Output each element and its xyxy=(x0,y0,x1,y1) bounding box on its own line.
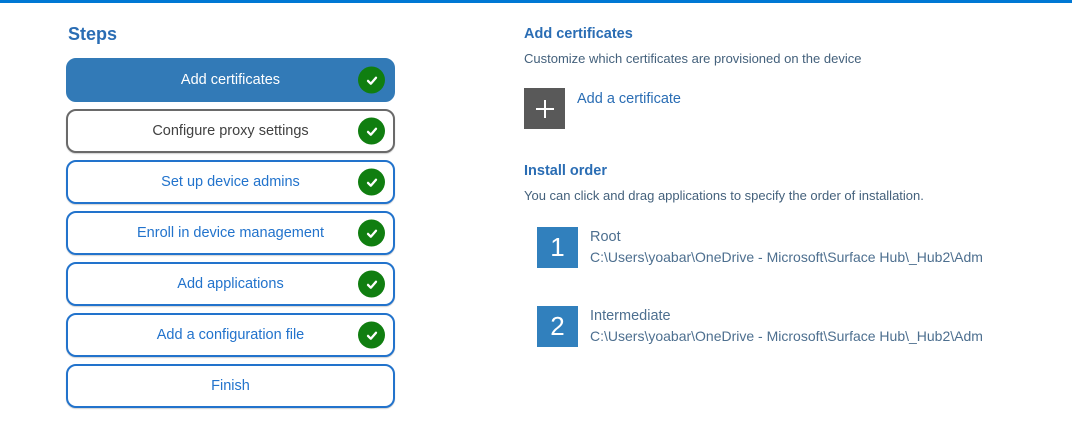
step-label: Add applications xyxy=(177,276,284,292)
install-order-item-root[interactable]: 1 Root C:\Users\yoabar\OneDrive - Micros… xyxy=(537,227,1064,268)
step-label: Configure proxy settings xyxy=(152,123,309,139)
steps-sidebar: Steps Add certificates Configure proxy s… xyxy=(66,24,395,415)
check-icon xyxy=(358,117,385,145)
install-item-texts: Root C:\Users\yoabar\OneDrive - Microsof… xyxy=(590,227,983,267)
step-label: Finish xyxy=(211,378,250,394)
order-number-badge: 1 xyxy=(537,227,578,268)
certificate-name: Intermediate xyxy=(590,308,671,324)
add-certificate-label: Add a certificate xyxy=(577,91,681,107)
step-label: Add a configuration file xyxy=(156,327,305,343)
plus-icon xyxy=(524,88,565,129)
step-button-add-certificates[interactable]: Add certificates xyxy=(66,58,395,102)
step-button-add-a-configuration-file[interactable]: Add a configuration file xyxy=(66,313,395,357)
panel-title: Add certificates xyxy=(524,26,633,42)
install-order-item-intermediate[interactable]: 2 Intermediate C:\Users\yoabar\OneDrive … xyxy=(537,306,1064,347)
install-order-list: 1 Root C:\Users\yoabar\OneDrive - Micros… xyxy=(537,227,1064,347)
step-button-configure-proxy-settings[interactable]: Configure proxy settings xyxy=(66,109,395,153)
step-label: Add certificates xyxy=(180,72,281,88)
certificate-name: Root xyxy=(590,229,621,245)
install-order-title: Install order xyxy=(524,163,607,179)
check-icon xyxy=(358,270,385,298)
step-button-add-applications[interactable]: Add applications xyxy=(66,262,395,306)
add-certificates-panel: Add certificates Customize which certifi… xyxy=(524,26,1064,347)
certificate-path: C:\Users\yoabar\OneDrive - Microsoft\Sur… xyxy=(590,328,983,344)
step-label: Set up device admins xyxy=(161,174,300,190)
panel-subtitle: Customize which certificates are provisi… xyxy=(524,51,862,66)
install-order-section: Install order You can click and drag app… xyxy=(524,163,1064,347)
install-item-texts: Intermediate C:\Users\yoabar\OneDrive - … xyxy=(590,306,983,346)
check-icon xyxy=(358,168,385,196)
step-button-set-up-device-admins[interactable]: Set up device admins xyxy=(66,160,395,204)
check-icon xyxy=(358,321,385,349)
certificate-path: C:\Users\yoabar\OneDrive - Microsoft\Sur… xyxy=(590,249,983,265)
steps-title: Steps xyxy=(68,24,118,44)
check-icon xyxy=(358,66,385,94)
step-button-enroll-in-device-management[interactable]: Enroll in device management xyxy=(66,211,395,255)
step-button-finish[interactable]: Finish xyxy=(66,364,395,408)
top-accent-bar xyxy=(0,0,1072,3)
order-number-badge: 2 xyxy=(537,306,578,347)
add-certificate-button[interactable]: Add a certificate xyxy=(524,88,1064,129)
step-label: Enroll in device management xyxy=(137,225,324,241)
install-order-subtitle: You can click and drag applications to s… xyxy=(524,188,924,203)
check-icon xyxy=(358,219,385,247)
